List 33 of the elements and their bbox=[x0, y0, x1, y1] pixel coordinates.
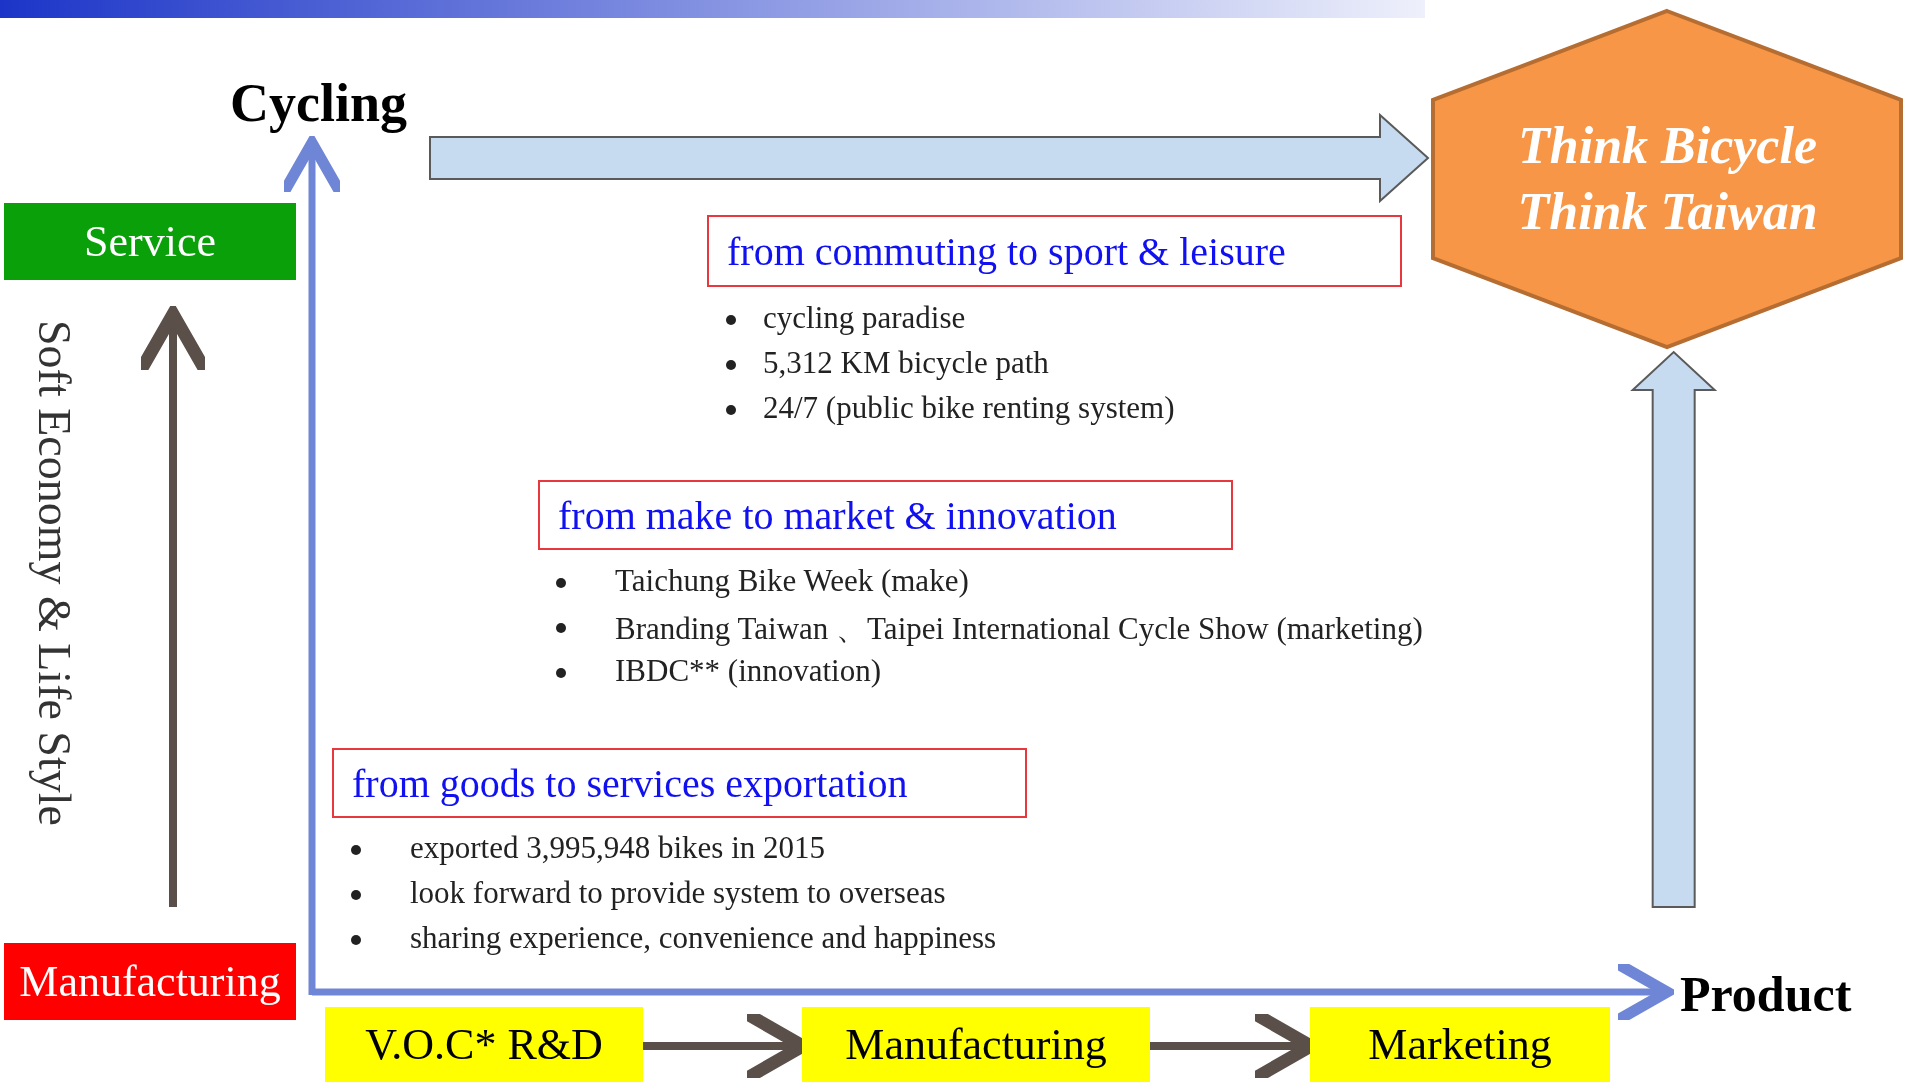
bullet-text: Branding Taiwan 、Taipei International Cycle Show (marketing) bbox=[615, 610, 1423, 648]
gradient-bar bbox=[0, 0, 1425, 18]
bullet-text: exported 3,995,948 bikes in 2015 bbox=[410, 830, 825, 866]
axis-label: Product bbox=[1680, 965, 1852, 1023]
bullet-text: look forward to provide system to overseas bbox=[410, 875, 946, 911]
stage-box bbox=[802, 1007, 1150, 1082]
box-text: Marketing bbox=[1368, 1019, 1552, 1070]
bullet-text: sharing experience, convenience and happiness bbox=[410, 920, 997, 956]
bullet-text: cycling paradise bbox=[763, 300, 966, 336]
box-text: from goods to services exportation bbox=[352, 759, 908, 807]
manufacturing-box bbox=[4, 943, 296, 1020]
box-text: Manufacturing bbox=[845, 1019, 1107, 1070]
stage-box bbox=[325, 1007, 643, 1082]
block-arrow bbox=[429, 112, 1430, 204]
box-text: from make to market & innovation bbox=[558, 491, 1117, 539]
heading-box bbox=[538, 480, 1233, 550]
bullet-text: 5,312 KM bicycle path bbox=[763, 345, 1049, 381]
bullet-text: Taichung Bike Week (make) bbox=[615, 563, 969, 599]
box-text: Manufacturing bbox=[19, 956, 281, 1007]
block-arrow bbox=[1630, 350, 1718, 908]
stage-box bbox=[1310, 1007, 1610, 1082]
bullet-text: IBDC** (innovation) bbox=[615, 653, 882, 689]
bullet-text: 24/7 (public bike renting system) bbox=[763, 390, 1175, 426]
hexagon bbox=[1430, 8, 1905, 350]
box-text: V.O.C* R&D bbox=[365, 1019, 603, 1070]
heading-box bbox=[332, 748, 1027, 818]
box-text: Service bbox=[84, 216, 216, 267]
service-box bbox=[4, 203, 296, 280]
box-text: from commuting to sport & leisure bbox=[727, 227, 1286, 275]
axis-label: Cycling bbox=[230, 72, 407, 134]
axis-label: Soft Economy & Life Style bbox=[28, 320, 81, 826]
heading-box bbox=[707, 215, 1402, 287]
slogan-text: Think Bicycle Think Taiwan bbox=[1516, 116, 1819, 242]
